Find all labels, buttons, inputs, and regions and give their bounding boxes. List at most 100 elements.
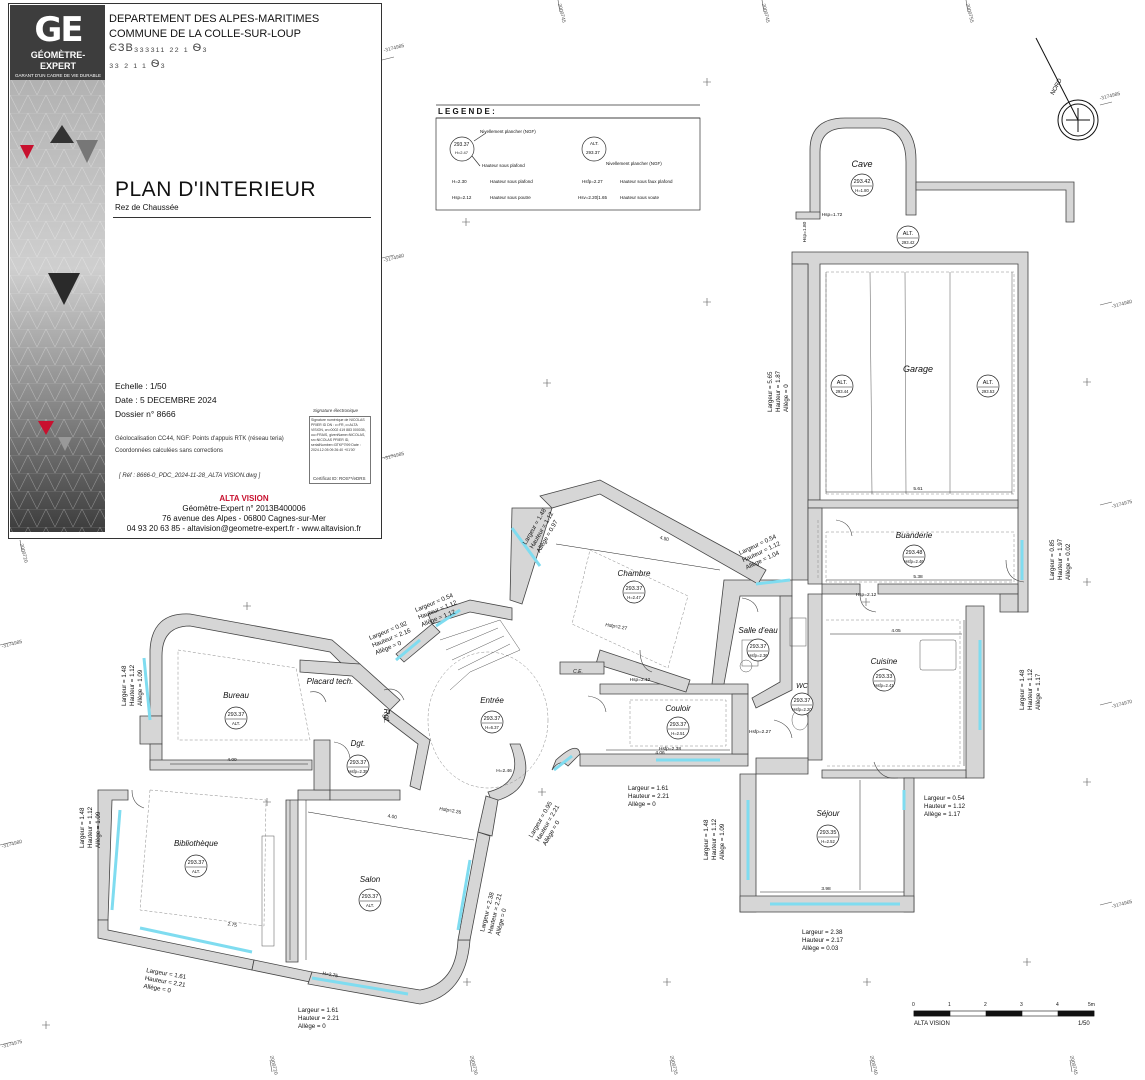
o-sejour2-line-0: Largeur = 2.38 [802,929,843,936]
scale-tick-5: 5m [1088,1002,1095,1008]
room-cave-alt-bottom: H=1.80 [855,188,869,193]
address-scribble-2: ₃₃ ₂ ₁ ₁ Ѳ₃ [109,58,166,70]
dim-chambre_w: 4.50 [659,535,670,543]
address-scribble-1: ЄЗВ₃₃₃₃₁₁ ₂₂ ₁ Ѳ₃ [109,42,208,54]
svg-text:-3174980: -3174980 [383,253,405,264]
dimension-lines [170,491,1012,960]
o-biblio-line-2: Allège = 1.09 [95,811,102,848]
o-couloir-line-2: Allège = 0 [628,801,656,808]
grid-ticks [0,0,1113,1073]
room-entree-alt-top: 293.37 [484,716,501,722]
svg-text:2009740: 2009740 [868,1055,879,1076]
room-buanderie-alt-circle [902,544,926,568]
o-sejour-line-1: Hauteur = 1.12 [711,818,718,860]
o-garage-line-0: Largeur = 5.65 [767,371,774,412]
garage-0-alt-circle [830,374,854,398]
room-name-salle-eau: Salle d'eau [738,626,778,635]
o-garage-line-2: Allège = 0 [783,384,790,412]
logo-name: GÉOMÈTRE-EXPERT [30,50,86,71]
legend-alt-label: ALT. [590,141,599,146]
svg-text:2009730: 2009730 [468,1055,479,1076]
svg-text:-3174975: -3174975 [1,1039,23,1050]
coords-text: Coordonnées calculées sans corrections [115,448,224,454]
dim-cuisine_width: 4.05 [891,628,901,634]
legend-row2-a-code: Hsp=2.12 [452,195,472,200]
room-bibliotheque-alt-circle [184,854,208,878]
room-sejour-alt-top: 293.35 [820,830,837,836]
firm-line-1: Géomètre-Expert n° 2013B400006 [182,504,306,513]
dim-salon_width: 4.00 [387,813,398,821]
legend-alt-value: 293.37 [454,142,470,148]
windows [110,527,1024,996]
room-name-bibliotheque: Bibliothèque [174,839,219,848]
dim-hsp_cave: Hsp=1.72 [822,212,843,218]
courtyard-alt-circle [896,225,920,249]
room-name-placard: Placard tech. [307,677,354,686]
dim-buanderie_width: 5.38 [913,574,923,580]
room-name-cave: Cave [851,159,872,169]
room-dgt-alt-bottom: Hsfp=2.35 [348,769,368,774]
o-buanderie-line-1: Hauteur = 1.97 [1057,538,1064,580]
o-biblio-line-1: Hauteur = 1.12 [87,806,94,848]
scale-left-label: ALTA VISION [914,1021,950,1027]
o-sejour-line-2: Allège = 1.09 [719,823,726,860]
room-bureau-alt-circle [224,706,248,730]
dim-garage_width: 5.61 [913,486,923,492]
o-couloir-line-1: Hauteur = 2.21 [628,793,670,800]
room-wc-alt-top: 293.37 [794,698,811,704]
firm-line-3: 04 93 20 63 85 - altavision@geometre-exp… [126,524,362,533]
dim-bibli_w: 2.75 [227,921,238,929]
svg-text:-3174980: -3174980 [1,839,23,850]
walls [97,117,1075,1005]
dim-bureau_w: 4.00 [227,757,237,763]
dossier-text: Dossier n° 8666 [115,409,176,419]
commune: COMMUNE DE LA COLLE-SUR-LOUP [109,28,301,40]
scale-right-label: 1/50 [1078,1021,1090,1027]
ge-logo-icon: GE [34,10,83,50]
interior-lines [139,271,1015,927]
o-salon-line-0: Largeur = 1.61 [298,1007,339,1014]
room-sejour-alt-bottom: H=2.52 [821,839,835,844]
room-name-sejour: Séjour [816,809,839,818]
north-arrow-icon [1035,37,1099,141]
svg-text:-3174965: -3174965 [1111,899,1133,910]
date-text: Date : 5 DECEMBRE 2024 [115,395,217,405]
room-name-dgt: Dgt. [351,739,366,748]
dim-hsfp_chambre: Hsfp=2.27 [605,622,628,632]
departement: DEPARTEMENT DES ALPES-MARITIMES [109,13,320,25]
page-title: PLAN D'INTERIEUR [115,178,317,201]
svg-text:-3174975: -3174975 [1111,499,1133,510]
svg-text:2009755: 2009755 [964,3,975,24]
room-dgt-alt-circle [346,754,370,778]
room-name-bureau: Bureau [223,691,249,700]
dim-salon_h: H=2.75 [322,971,339,980]
garage-0-alt-bottom: 293.44 [836,389,849,394]
reference-text: [ Réf : 8666-0_PDC_2024-11-28_ALTA VISIO… [119,473,261,479]
room-couloir-alt-top: 293.37 [670,722,687,728]
decorative-band [10,5,105,532]
garage-0-alt-top: ALT. [837,380,848,386]
signature-text: Signature numérique de NICOLAS PRIER ID … [311,418,366,452]
signature-heading: Signature électronique [313,408,359,413]
dim-hsfp_salon: Hsfp=2.26 [439,806,462,816]
o-cuisine-line-2: Allège = 1.17 [1035,673,1042,710]
legend-row1-b-label: Hauteur sous faux plafond [620,179,673,184]
courtyard-alt-bottom: 293.42 [902,240,915,245]
legend-row2-b-code: Hsv=2.20|1.65 [578,195,608,200]
legend-heading: L E G E N D E : [438,107,495,116]
legend-h-value: H=2.47 [455,150,469,155]
room-entree-alt-bottom: H=6.37 [485,725,499,730]
room-wc-alt-bottom: Hsfp=2.20 [792,707,812,712]
legend-row2-a-label: Hauteur sous poutre [490,195,531,200]
o-salon-line-2: Allège = 0 [298,1023,326,1030]
legend-nivellement-2: Nivellement plancher (NGF) [606,161,662,166]
signature-box: Signature numérique de NICOLAS PRIER ID … [309,416,371,484]
o-bureau-line-2: Allège = 1.09 [137,669,144,706]
room-name-buanderie: Buanderie [896,531,933,540]
svg-text:-3174985: -3174985 [383,451,405,462]
svg-text:2009745: 2009745 [760,3,771,24]
room-cuisine-alt-top: 293.33 [876,674,893,680]
legend-box [435,104,701,211]
room-bureau-alt-bottom: ALT. [232,721,240,726]
